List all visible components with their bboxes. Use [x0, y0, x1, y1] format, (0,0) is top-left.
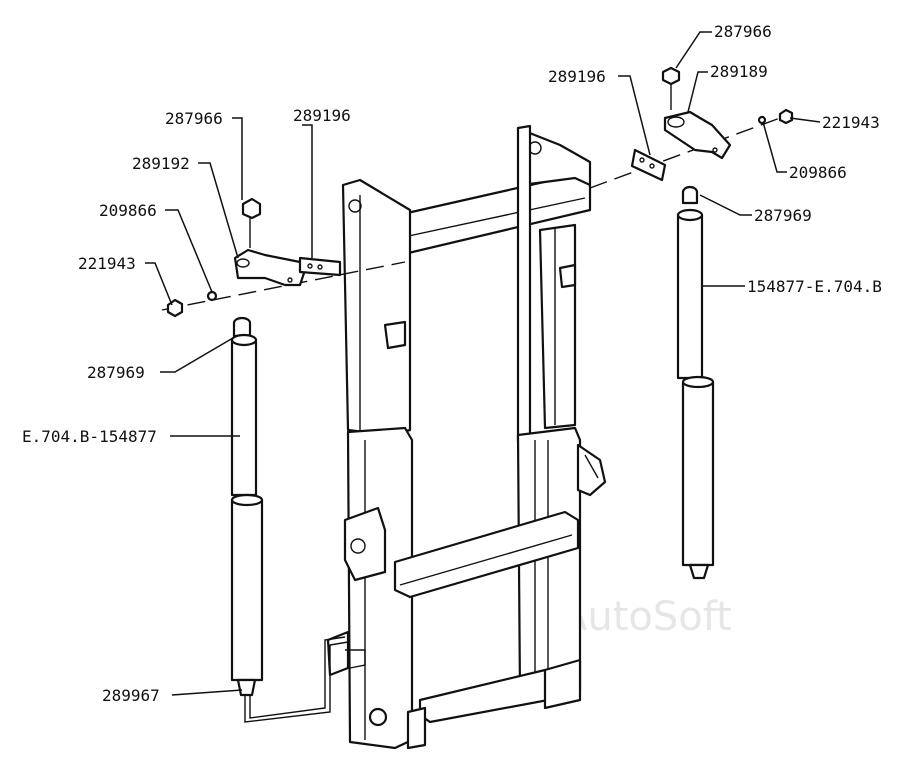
label-287969-right: 287969 [754, 206, 812, 225]
label-cylinder-right: 154877-E.704.B [747, 277, 882, 296]
right-cylinder [676, 185, 715, 580]
label-289196-left: 289196 [293, 106, 351, 125]
label-289192: 289192 [132, 154, 190, 173]
label-221943-left: 221943 [78, 254, 136, 273]
label-209866-left: 209866 [99, 201, 157, 220]
shaft-lines [161, 117, 781, 311]
mast-assembly [326, 124, 607, 750]
part-labels: 287966 289196 289192 209866 221943 28796… [22, 22, 882, 705]
label-221943-right: 221943 [822, 113, 880, 132]
right-top-parts [630, 66, 794, 182]
label-cylinder-left: E.704.B-154877 [22, 427, 157, 446]
watermark: AutoSoft [560, 594, 732, 640]
label-289967: 289967 [102, 686, 160, 705]
left-cylinder [230, 316, 349, 723]
left-top-parts [166, 197, 342, 318]
label-287966-right: 287966 [714, 22, 772, 41]
leader-lines [145, 31, 821, 696]
label-287966-left: 287966 [165, 109, 223, 128]
label-289189: 289189 [710, 62, 768, 81]
label-287969-left: 287969 [87, 363, 145, 382]
label-209866-right: 209866 [789, 163, 847, 182]
label-289196-right: 289196 [548, 67, 606, 86]
